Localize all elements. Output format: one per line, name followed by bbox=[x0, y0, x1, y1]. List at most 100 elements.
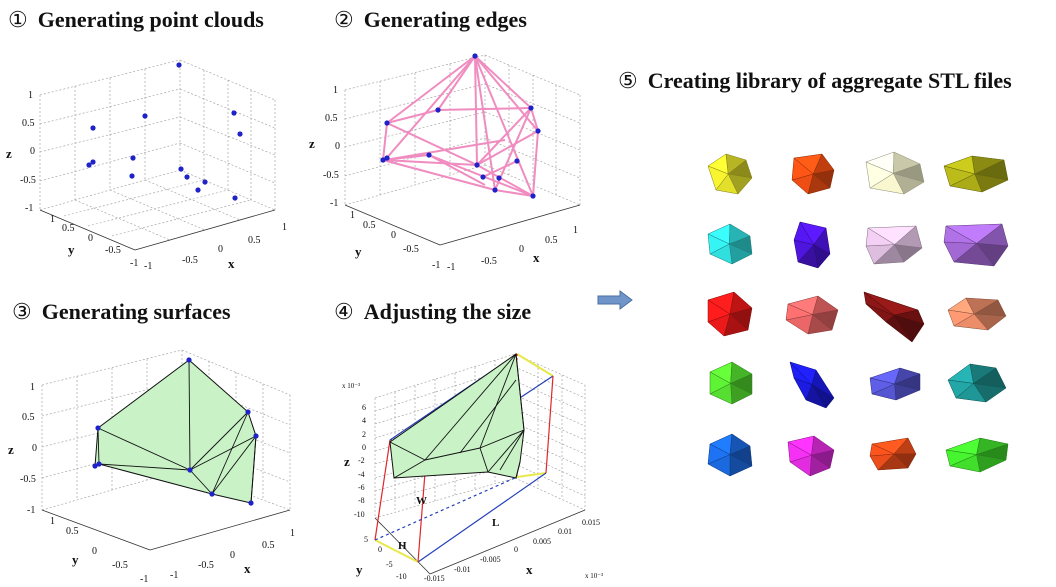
z-tick-m10: -10 bbox=[354, 510, 365, 519]
y-axis-label: y bbox=[68, 242, 75, 257]
z-axis-label: z bbox=[6, 146, 12, 161]
x-tick-015: 0.015 bbox=[582, 518, 600, 527]
step2-label: Generating edges bbox=[363, 7, 527, 32]
step4-number: ④ bbox=[334, 299, 354, 324]
z-tick-1: 1 bbox=[333, 85, 338, 96]
point bbox=[472, 53, 478, 59]
x-tick-1: -1 bbox=[447, 262, 455, 273]
edge-points bbox=[380, 53, 541, 199]
particle-facet bbox=[785, 303, 814, 321]
x-tick-01: 0.01 bbox=[558, 527, 572, 536]
panel-edges: 1 0.5 0 -0.5 -1 z 1 0.5 0 -0.5 -1 y -1 -… bbox=[309, 53, 581, 273]
x-tick-2: -0.5 bbox=[481, 256, 497, 267]
point bbox=[86, 162, 92, 168]
scaled-surface bbox=[389, 353, 525, 479]
z-tick-3: 0 bbox=[30, 146, 35, 157]
aggregate-particle bbox=[865, 151, 925, 195]
x-axis-label: x bbox=[533, 250, 540, 265]
y-tick-2: 0.5 bbox=[62, 223, 75, 234]
point bbox=[176, 62, 182, 68]
particle-facet bbox=[869, 377, 896, 395]
particle-facet bbox=[707, 165, 729, 191]
vertex bbox=[209, 491, 215, 497]
vertex bbox=[186, 357, 192, 363]
y-tick-m10: -10 bbox=[396, 572, 407, 581]
vertex bbox=[253, 433, 259, 439]
vertex bbox=[245, 409, 251, 415]
aggregate-particle bbox=[869, 437, 917, 471]
y-tick-4: -0.5 bbox=[112, 560, 128, 571]
y-axis-label: y bbox=[72, 552, 79, 567]
panel-surfaces: 1 0.5 0 -0.5 -1 z 1 0.5 0 -0.5 -1 y -1 -… bbox=[8, 349, 295, 585]
point bbox=[184, 174, 190, 180]
scale-note-x: x 10⁻³ bbox=[585, 572, 603, 580]
width-label: W bbox=[416, 495, 427, 507]
particle-facet bbox=[943, 225, 977, 244]
particle-facet bbox=[865, 161, 894, 189]
particle-facet bbox=[707, 299, 731, 323]
aggregate-particle bbox=[707, 433, 753, 477]
box-frame bbox=[39, 209, 276, 251]
z-axis-label: z bbox=[344, 454, 350, 469]
step3-number: ③ bbox=[12, 299, 32, 324]
surface-mesh bbox=[92, 357, 259, 506]
x-tick-m005: -0.005 bbox=[480, 555, 501, 564]
panel-size-adjustment: x 10⁻³ x 10⁻³ 6 4 2 0 -2 -4 -6 -8 -10 z … bbox=[342, 353, 603, 583]
aggregate-particle bbox=[863, 291, 925, 343]
y-tick-m5: -5 bbox=[386, 560, 393, 569]
particle-facet bbox=[787, 441, 813, 463]
x-tick-m015: -0.015 bbox=[424, 574, 445, 583]
point bbox=[384, 155, 390, 161]
x-tick-4: 0.5 bbox=[248, 235, 261, 246]
z-tick-3: 0 bbox=[335, 141, 340, 152]
point bbox=[142, 113, 148, 119]
y-axis-label: y bbox=[356, 562, 363, 577]
particle-facet bbox=[789, 361, 813, 385]
z-tick-3: 0 bbox=[32, 443, 37, 454]
particle-facet bbox=[865, 227, 896, 247]
y-tick-5: -1 bbox=[140, 574, 148, 585]
point bbox=[492, 187, 498, 193]
z-tick-2: 2 bbox=[362, 430, 366, 439]
aggregate-particle bbox=[791, 153, 835, 195]
step4-label: Adjusting the size bbox=[363, 299, 532, 324]
aggregate-particle bbox=[785, 295, 839, 335]
scale-note-z: x 10⁻³ bbox=[342, 382, 360, 390]
vertex bbox=[96, 461, 102, 467]
point bbox=[232, 195, 238, 201]
x-tick-1: -1 bbox=[170, 570, 178, 581]
particle-facet bbox=[793, 221, 815, 245]
x-tick-3: 0 bbox=[519, 244, 524, 255]
aggregate-particle bbox=[787, 435, 835, 477]
vertex bbox=[92, 463, 98, 469]
box-frame bbox=[344, 204, 581, 246]
z-tick-0: 0 bbox=[362, 443, 366, 452]
x-tick-0: 0 bbox=[514, 545, 518, 554]
point bbox=[130, 155, 136, 161]
panel-point-cloud: 1 0.5 0 -0.5 -1 z 1 0.5 0 -0.5 -1 y -1 -… bbox=[6, 59, 287, 272]
z-tick-1: 1 bbox=[30, 382, 35, 393]
y-tick-2: 0.5 bbox=[363, 220, 376, 231]
aggregate-particle bbox=[947, 363, 1007, 403]
point bbox=[496, 175, 502, 181]
particle-facet bbox=[707, 233, 730, 255]
x-tick-3: 0 bbox=[230, 550, 235, 561]
point bbox=[178, 166, 184, 172]
z-tick-m6: -6 bbox=[358, 483, 365, 492]
point bbox=[129, 173, 135, 179]
y-tick-4: -0.5 bbox=[105, 245, 121, 256]
step2-number: ② bbox=[334, 7, 354, 32]
height-label: H bbox=[398, 540, 407, 552]
particle-facet bbox=[947, 379, 975, 399]
point bbox=[435, 107, 441, 113]
y-tick-0: 0 bbox=[378, 545, 382, 554]
particle-facet bbox=[943, 165, 976, 187]
edge-network bbox=[382, 55, 539, 197]
z-tick-5: -1 bbox=[27, 505, 35, 516]
aggregate-particle bbox=[943, 155, 1009, 193]
box-frame bbox=[374, 509, 586, 575]
length-label: L bbox=[492, 517, 499, 529]
step5-label: Creating library of aggregate STL files bbox=[647, 68, 1012, 93]
z-tick-m8: -8 bbox=[358, 496, 365, 505]
